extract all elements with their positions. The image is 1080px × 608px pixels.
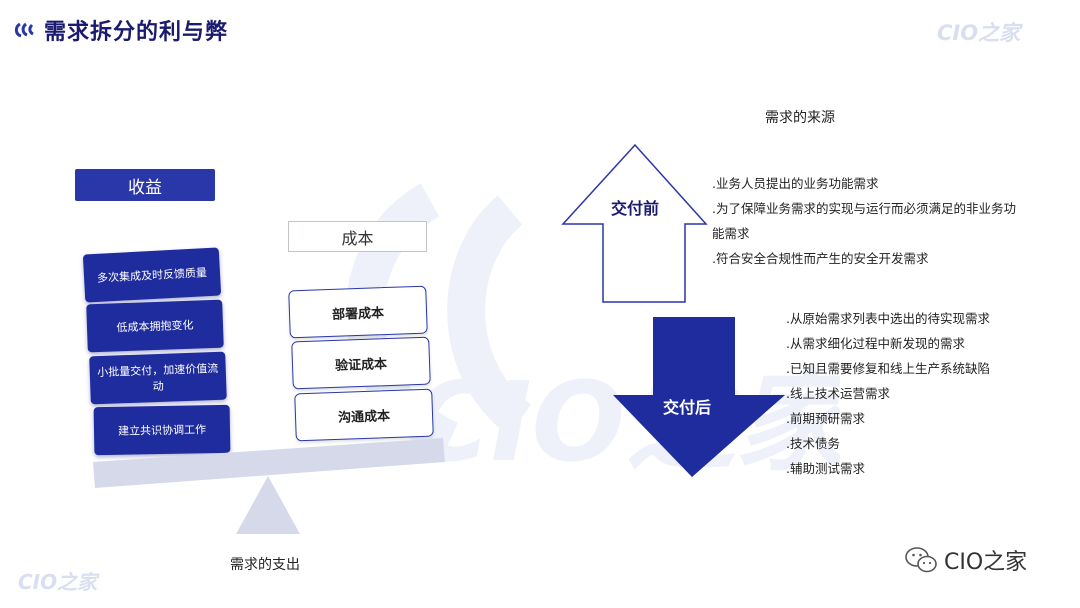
- after-delivery-arrow: [613, 317, 785, 477]
- list-item: .从原始需求列表中选出的待实现需求: [786, 311, 990, 326]
- before-delivery-label: 交付前: [611, 199, 660, 218]
- brand-logo-top: CIO之家: [937, 21, 1021, 45]
- after-delivery-list: .从原始需求列表中选出的待实现需求 .从需求细化过程中新发现的需求 .已知且需要…: [786, 306, 990, 481]
- cost-item: 验证成本: [291, 336, 431, 390]
- after-delivery-label: 交付后: [663, 398, 712, 417]
- balance-scale: [93, 438, 445, 534]
- costs-header: 成本: [288, 221, 427, 252]
- balance-label: 需求的支出: [230, 557, 300, 573]
- list-item: .从需求细化过程中新发现的需求: [786, 336, 965, 351]
- page-title: 需求拆分的利与弊: [44, 20, 229, 45]
- benefit-item: 低成本拥抱变化: [86, 299, 224, 353]
- list-item: .为了保障业务需求的实现与运行而必须满足的非业务功: [712, 201, 1016, 216]
- list-item: .前期预研需求: [786, 411, 865, 426]
- wechat-badge: CIO之家: [904, 544, 1027, 576]
- list-item: .辅助测试需求: [786, 461, 865, 476]
- list-item: .已知且需要修复和线上生产系统缺陷: [786, 361, 990, 376]
- cost-item: 部署成本: [288, 285, 428, 339]
- sources-title: 需求的来源: [765, 110, 835, 126]
- balance-fulcrum: [236, 476, 300, 534]
- header: 需求拆分的利与弊: [14, 14, 228, 46]
- benefit-item: 多次集成及时反馈质量: [82, 247, 222, 303]
- balance-beam: [93, 438, 445, 488]
- list-item: 能需求: [712, 226, 750, 241]
- brand-swirl-icon: [14, 22, 34, 38]
- before-delivery-list: .业务人员提出的业务功能需求 .为了保障业务需求的实现与运行而必须满足的非业务功…: [712, 171, 1016, 271]
- wechat-account-name: CIO之家: [944, 550, 1028, 575]
- list-item: .线上技术运营需求: [786, 386, 890, 401]
- list-item: .业务人员提出的业务功能需求: [712, 176, 879, 191]
- before-delivery-arrow: [561, 143, 708, 303]
- benefits-header: 收益: [75, 169, 215, 201]
- list-item: .符合安全合规性而产生的安全开发需求: [712, 251, 929, 266]
- brand-logo-bottom: CIO之家: [18, 570, 98, 594]
- list-item: .技术债务: [786, 436, 840, 451]
- benefit-item: 小批量交付，加速价值流动: [89, 351, 227, 405]
- svg-text:CIO之家: CIO之家: [410, 358, 840, 480]
- wechat-icon: [905, 547, 937, 573]
